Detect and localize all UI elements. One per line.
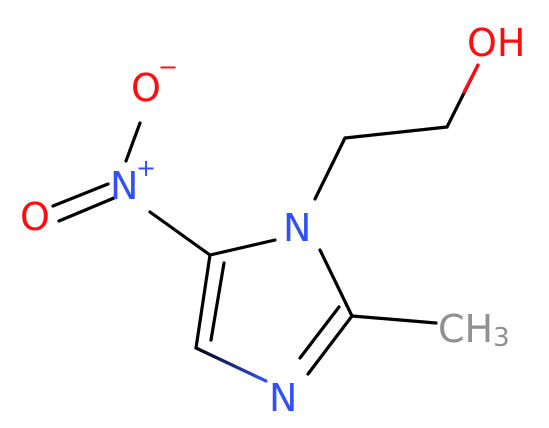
atom-labels: OH N N N + O − O CH3 <box>20 21 525 420</box>
bond-n1-c5 <box>208 238 277 257</box>
hydroxyl-label: OH <box>467 21 525 65</box>
bonds <box>51 63 480 383</box>
bond-c2-n3-b <box>298 305 341 360</box>
methyl-subscript: 3 <box>493 323 510 353</box>
nitro-oxide-label: O <box>131 66 161 110</box>
nitro-oxygen-label: O <box>20 195 50 239</box>
bond-c4-c5-b <box>209 261 226 342</box>
bond-n3-c4 <box>194 346 268 383</box>
bond-n1-ch2 <box>313 136 347 201</box>
bond-nitro-oxide <box>124 121 142 163</box>
nitro-oxide-charge: − <box>158 53 178 81</box>
bond-nitro-oxygen-b <box>57 196 116 223</box>
bond-ch2-oh-red <box>462 63 480 94</box>
bond-n1-c2 <box>318 248 354 318</box>
bond-c5-nitro <box>148 210 212 257</box>
methyl-text: CH <box>438 307 493 351</box>
methyl-label: CH3 <box>438 307 510 353</box>
bond-c2-ch3 <box>350 314 438 325</box>
ring-nitrogen-3-label: N <box>269 376 297 420</box>
bond-nitro-oxygen-a <box>51 182 110 208</box>
bond-ch2-ch2 <box>343 125 449 140</box>
ring-nitrogen-1-label: N <box>283 206 311 250</box>
nitro-nitrogen-label: N <box>110 164 138 208</box>
bond-c4-c5-a <box>194 253 212 350</box>
nitro-nitrogen-charge: + <box>136 154 156 182</box>
bond-c2-n3-a <box>306 314 354 376</box>
